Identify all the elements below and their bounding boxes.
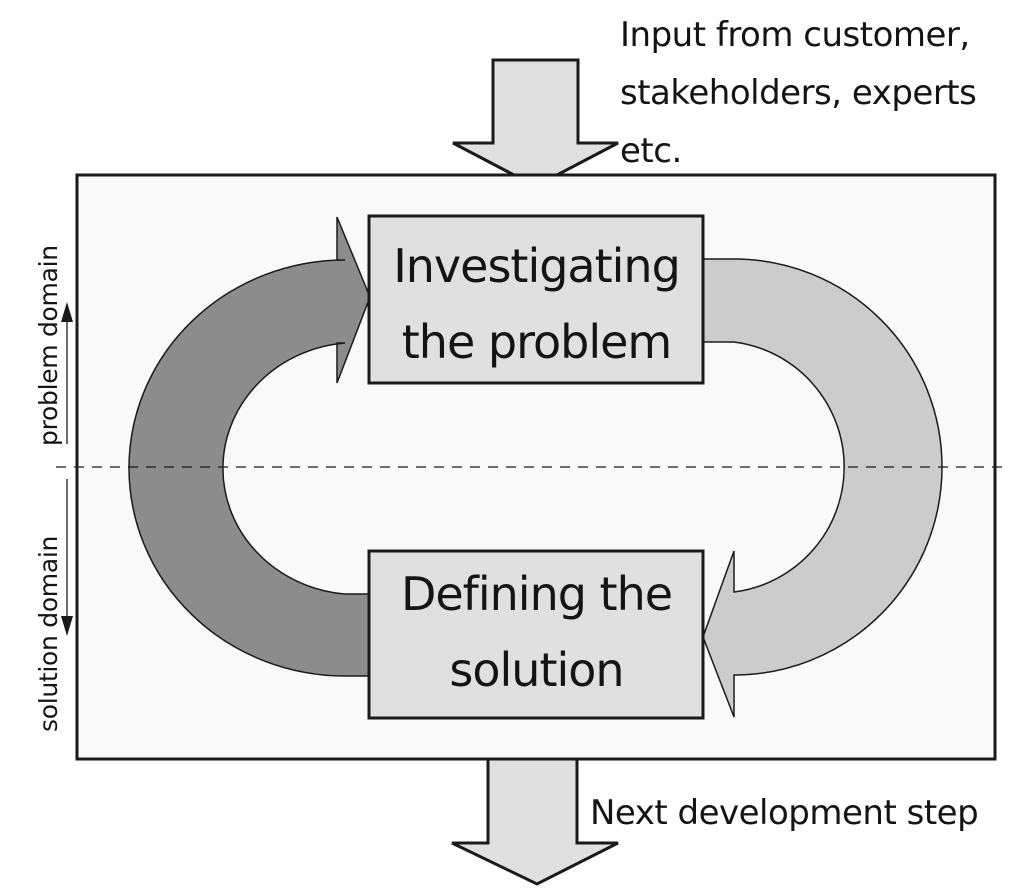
node-box-investigate	[367, 214, 705, 385]
feedback-arrow-right-icon	[702, 258, 943, 718]
arrow-down-icon	[61, 616, 73, 636]
output-label: Next development step	[590, 793, 979, 833]
arrow-up-icon	[61, 302, 73, 322]
node-define: Defining the solution	[370, 556, 703, 708]
node-investigate-line-1: Investigating	[393, 239, 681, 293]
feedback-arrow-left-icon	[128, 216, 371, 677]
input-label: Input from customer, stakeholders, exper…	[620, 6, 977, 180]
input-label-line-3: etc.	[620, 131, 682, 171]
input-label-line-2: stakeholders, experts	[620, 73, 977, 113]
node-investigate: Investigating the problem	[370, 228, 703, 380]
solution-domain-label: solution domain	[34, 535, 63, 732]
node-box-define	[367, 549, 705, 720]
node-investigate-line-2: the problem	[401, 315, 672, 369]
output-arrow-icon	[451, 757, 619, 886]
input-arrow-icon	[452, 58, 619, 177]
problem-domain-label: problem domain	[34, 245, 63, 446]
node-define-line-1: Defining the	[400, 567, 673, 621]
node-define-line-2: solution	[449, 643, 624, 697]
input-label-line-1: Input from customer,	[620, 15, 970, 55]
